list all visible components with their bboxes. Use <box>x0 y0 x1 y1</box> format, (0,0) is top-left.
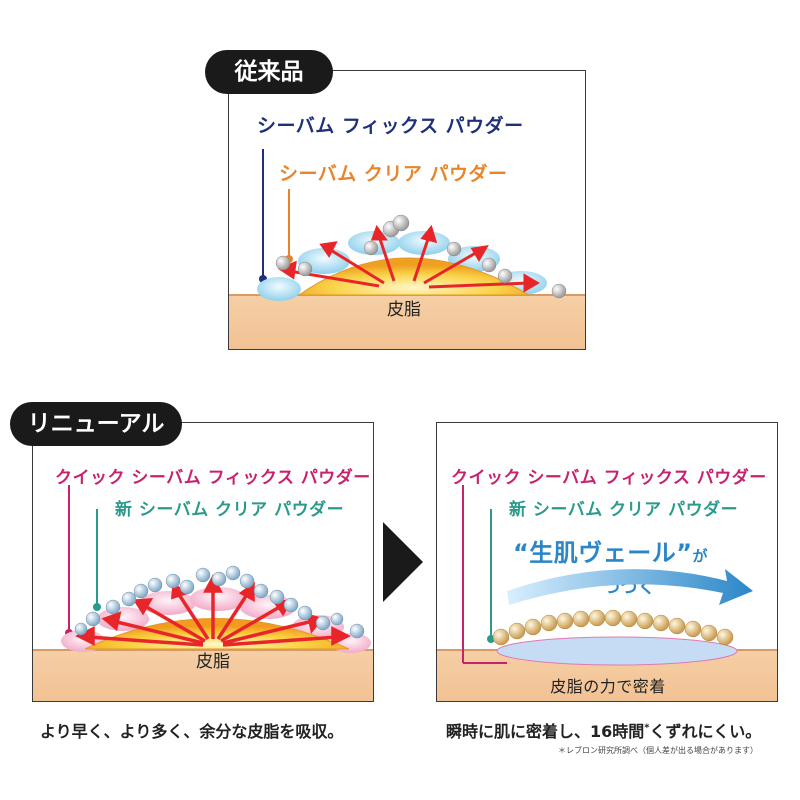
leader-dot-teal <box>93 603 101 611</box>
veil-main-text: “生肌ヴェール” <box>513 539 693 567</box>
caption-result-star: * <box>644 722 650 734</box>
sebum-label: 皮脂 <box>387 300 421 320</box>
badge-conventional: 従来品 <box>205 50 333 94</box>
label-new-sebum-clear-powder: 新 シーバム クリア パウダー <box>115 500 345 520</box>
label-sebum-clear-powder: シーバム クリア パウダー <box>279 163 508 185</box>
renewal-sebum-diagram: 皮脂 <box>61 485 371 672</box>
sebum-arrows <box>75 574 351 647</box>
caption-result: 瞬時に肌に密着し、16時間*くずれにくい。 <box>446 718 761 742</box>
pink-film <box>496 636 738 666</box>
label-quick-sebum-fix-powder: クイック シーバム フィックス パウダー <box>55 468 371 488</box>
gold-pearl-row <box>492 609 734 646</box>
result-panel: クイック シーバム フィックス パウダー 新 シーバム クリア パウダー “生肌… <box>436 422 778 702</box>
sebum-label: 皮脂 <box>196 652 230 672</box>
caption-result-a: 瞬時に肌に密着し、16時間 <box>446 722 645 741</box>
veil-arrow <box>507 569 753 605</box>
label-quick-sebum-fix-powder: クイック シーバム フィックス パウダー <box>451 468 767 488</box>
veil-headline: “生肌ヴェール”が <box>513 533 708 568</box>
conventional-panel: シーバム フィックス パウダー シーバム クリア パウダー <box>228 70 586 350</box>
caption-result-b: くずれにくい。 <box>649 722 762 741</box>
footnote-research: ＊レブロン研究所調べ（個人差が出る場合があります） <box>558 746 758 755</box>
skin-surface-line <box>33 649 373 651</box>
powder-pearls <box>74 565 365 639</box>
skin-layer <box>33 649 373 701</box>
skin-layer <box>229 294 585 349</box>
powder-pearls <box>275 214 567 299</box>
sebum-arrows <box>277 224 540 293</box>
conventional-sebum-diagram: 皮脂 <box>257 149 567 320</box>
progress-arrow <box>383 522 423 602</box>
renewal-panel: クイック シーバム フィックス パウダー 新 シーバム クリア パウダー <box>32 422 374 702</box>
badge-renewal: リニューアル <box>10 402 182 446</box>
adhesion-caption: 皮脂の力で密着 <box>550 677 666 696</box>
label-new-sebum-clear-powder: 新 シーバム クリア パウダー <box>509 500 739 520</box>
caption-renewal: より早く、より多く、余分な皮脂を吸収。 <box>40 722 344 741</box>
result-veil-diagram <box>462 485 753 666</box>
veil-ga-text: が <box>692 547 709 565</box>
label-sebum-fix-powder: シーバム フィックス パウダー <box>257 115 524 137</box>
